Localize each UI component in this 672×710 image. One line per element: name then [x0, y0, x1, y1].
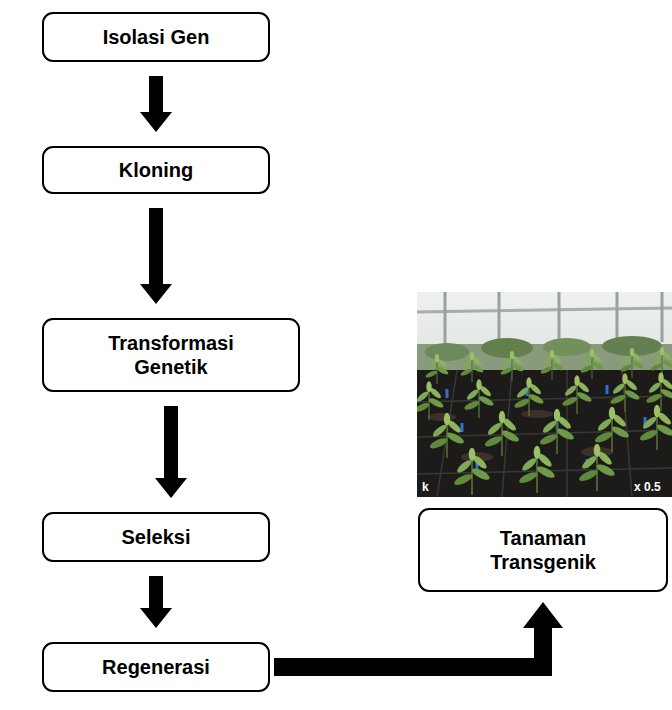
- arrow-head: [140, 112, 172, 132]
- result-box: Tanaman Transgenik: [418, 508, 668, 592]
- process-box: Transformasi Genetik: [42, 318, 300, 392]
- box-label: Seleksi: [122, 525, 191, 549]
- arrow-shaft: [164, 406, 178, 479]
- flow-arrow: [274, 602, 563, 667]
- panel-letter: k: [422, 481, 429, 493]
- process-box: Isolasi Gen: [42, 12, 270, 62]
- plant-photo: [417, 292, 672, 497]
- arrow-shaft: [149, 576, 163, 609]
- box-label: Tanaman Transgenik: [468, 526, 618, 574]
- process-box: Seleksi: [42, 512, 270, 562]
- box-label: Transformasi Genetik: [86, 331, 256, 379]
- arrow-shaft: [149, 208, 163, 285]
- box-label: Isolasi Gen: [103, 25, 210, 49]
- arrow-head: [140, 284, 172, 304]
- arrow-shaft: [274, 627, 543, 667]
- scale-note: x 0.5: [634, 481, 661, 493]
- arrow-head: [523, 602, 563, 628]
- box-label: Regenerasi: [102, 655, 210, 679]
- flow-arrow: [140, 208, 172, 304]
- flow-arrow: [140, 76, 172, 132]
- arrow-head: [140, 608, 172, 628]
- arrow-shaft: [149, 76, 163, 113]
- flow-arrow: [140, 576, 172, 628]
- flow-arrow: [155, 406, 187, 498]
- process-box: Regenerasi: [42, 642, 270, 692]
- process-box: Kloning: [42, 146, 270, 194]
- box-label: Kloning: [119, 158, 193, 182]
- arrow-head: [155, 478, 187, 498]
